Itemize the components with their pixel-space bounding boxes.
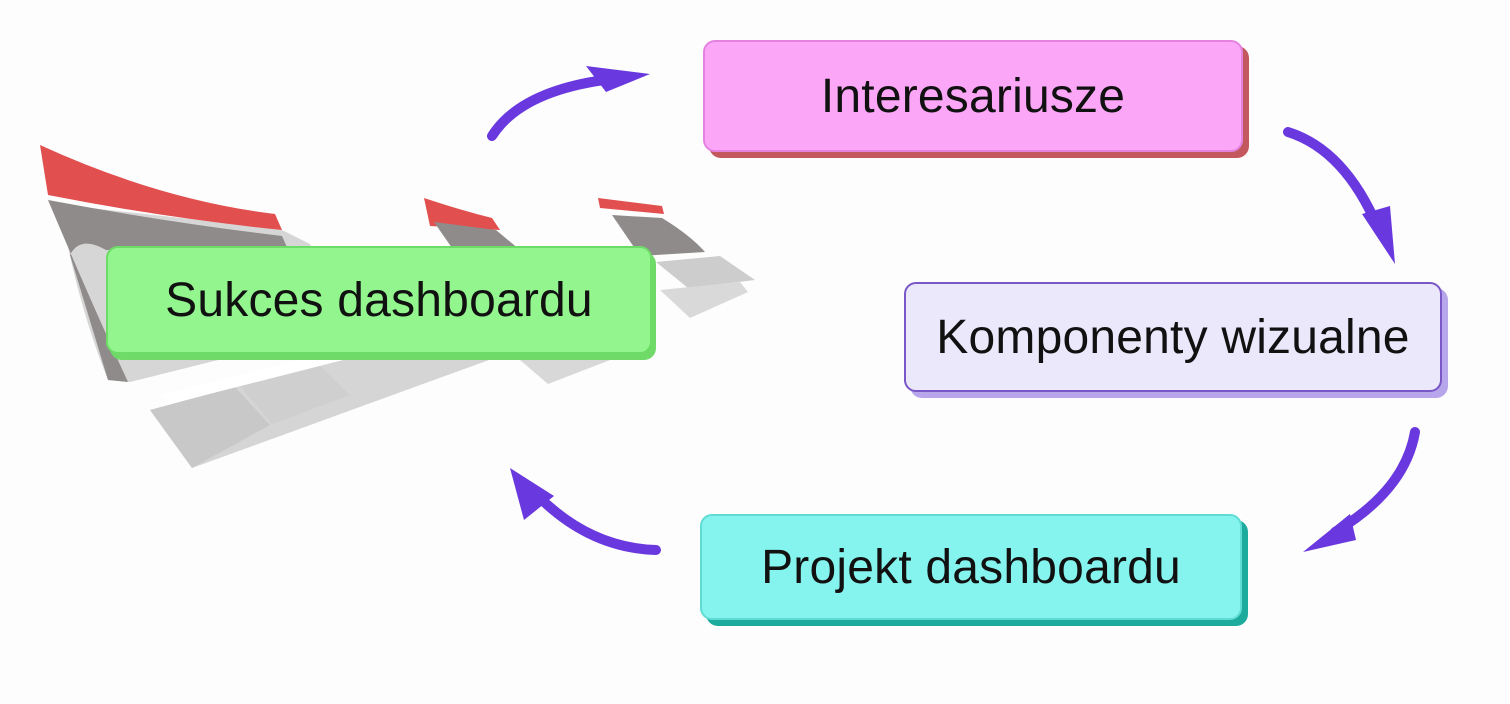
node-dashboard-design: Projekt dashboardu	[700, 514, 1242, 620]
node-dashboard-design-label: Projekt dashboardu	[761, 540, 1181, 594]
arrowheads	[510, 66, 1395, 552]
node-stakeholders-label: Interesariusze	[820, 69, 1126, 123]
arrowhead-design	[1303, 514, 1356, 552]
node-visual-components-label: Komponenty wizualne	[936, 310, 1410, 364]
arrowhead-visual	[1362, 206, 1395, 264]
arrowhead-success	[510, 468, 554, 520]
arrow-success-to-stakeholders	[487, 75, 609, 141]
arrow-stakeholders-to-visual	[1283, 127, 1383, 233]
node-dashboard-success: Sukces dashboardu	[106, 246, 652, 354]
arrowhead-stakeholders	[586, 66, 650, 92]
arrow-design-to-success	[533, 491, 661, 555]
node-dashboard-success-label: Sukces dashboardu	[165, 273, 593, 327]
node-stakeholders: Interesariusze	[703, 40, 1243, 152]
node-visual-components: Komponenty wizualne	[904, 282, 1442, 392]
